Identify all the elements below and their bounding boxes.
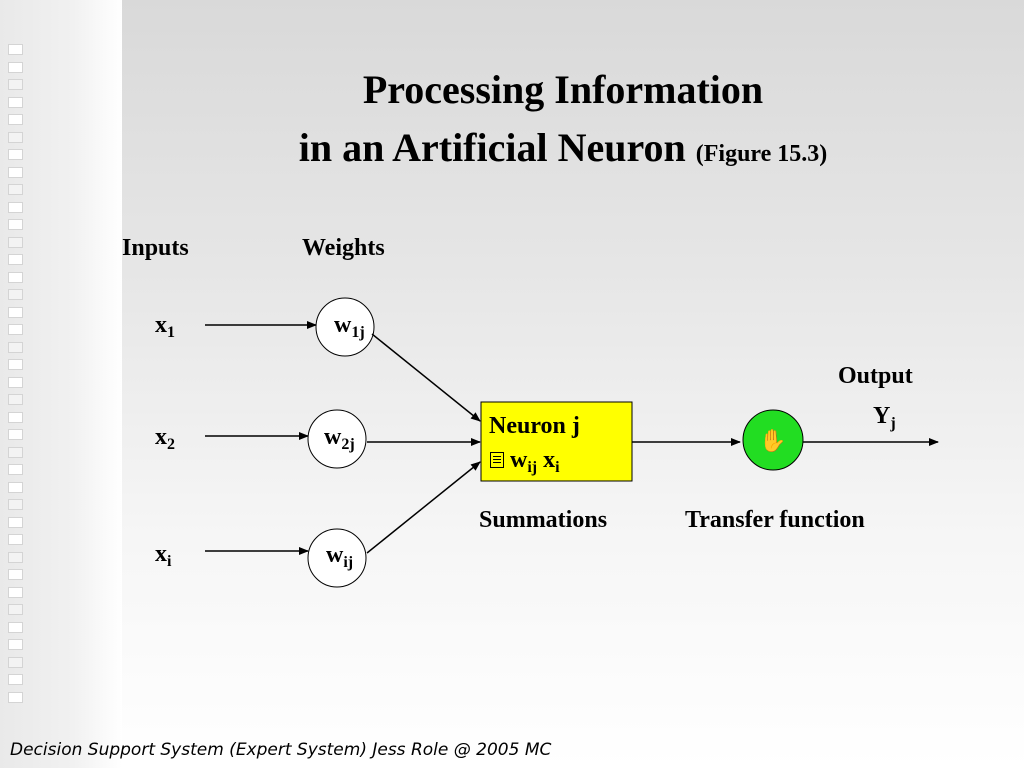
- slide-title-line1: Processing Information: [362, 67, 764, 112]
- strip-square: [8, 201, 23, 213]
- strip-square: [8, 324, 23, 335]
- strip-square: [8, 464, 23, 475]
- transfer-function-label: Transfer function: [685, 507, 865, 533]
- strip-square: [8, 586, 23, 598]
- strip-square: [8, 499, 23, 510]
- neuron-sum-formula: wij xi: [490, 448, 560, 476]
- strip-square: [8, 79, 23, 90]
- strip-square: [8, 446, 23, 458]
- strip-square: [8, 114, 23, 125]
- strip-square: [8, 656, 23, 668]
- strip-square: [8, 376, 23, 388]
- hand-icon: ✋: [759, 428, 786, 453]
- weight-arrow-i: [366, 461, 481, 554]
- output-label: Output: [838, 363, 913, 389]
- strip-square: [8, 674, 23, 685]
- strip-square: [8, 131, 23, 143]
- weight-label-i: wij: [326, 542, 354, 571]
- strip-square: [8, 394, 23, 405]
- strip-square: [8, 271, 23, 283]
- input-label-2: x2: [155, 424, 175, 453]
- neuron-name: Neuron j: [489, 413, 580, 439]
- strip-square: [8, 96, 23, 108]
- strip-square: [8, 219, 23, 230]
- summation-icon: [490, 452, 504, 468]
- figure-reference: (Figure 15.3): [695, 141, 828, 167]
- neuron-box: [480, 401, 633, 482]
- slide-footer: Decision Support System (Expert System) …: [10, 740, 552, 760]
- left-decorative-strip: [0, 0, 122, 768]
- strip-square: [8, 289, 23, 300]
- transfer-function-node: [742, 409, 804, 471]
- output-symbol: Yj: [873, 403, 896, 432]
- inputs-column-label: Inputs: [122, 235, 189, 261]
- strip-square: [8, 534, 23, 545]
- summations-label: Summations: [479, 507, 608, 533]
- weights-column-label: Weights: [302, 235, 385, 261]
- weight-arrow-1: [371, 333, 481, 422]
- strip-square: [8, 604, 23, 615]
- input-label-1: x1: [155, 312, 175, 341]
- slide-title-line2: in an Artificial Neuron (Figure 15.3): [0, 124, 1024, 171]
- strip-square: [8, 236, 23, 248]
- strip-square: [8, 429, 23, 440]
- weight-label-1: w1j: [334, 312, 365, 341]
- strip-square: [8, 359, 23, 370]
- strip-square: [8, 61, 23, 73]
- strip-square: [8, 166, 23, 178]
- strip-square: [8, 341, 23, 353]
- strip-square: [8, 44, 23, 55]
- strip-square: [8, 411, 23, 423]
- strip-square: [8, 569, 23, 580]
- weight-label-2: w2j: [324, 424, 355, 453]
- strip-square: [8, 149, 23, 160]
- strip-square: [8, 254, 23, 265]
- strip-square: [8, 639, 23, 650]
- weight-node-i: [307, 528, 367, 588]
- strip-square: [8, 184, 23, 195]
- strip-square: [8, 621, 23, 633]
- strip-square: [8, 691, 23, 703]
- strip-square: [8, 516, 23, 528]
- strip-square: [8, 551, 23, 563]
- strip-square: [8, 481, 23, 493]
- strip-square: [8, 306, 23, 318]
- slide-title-line2-text: in an Artificial Neuron: [298, 125, 686, 170]
- input-label-i: xi: [155, 541, 172, 570]
- weight-node-2: [307, 409, 367, 469]
- weight-node-1: [315, 297, 375, 357]
